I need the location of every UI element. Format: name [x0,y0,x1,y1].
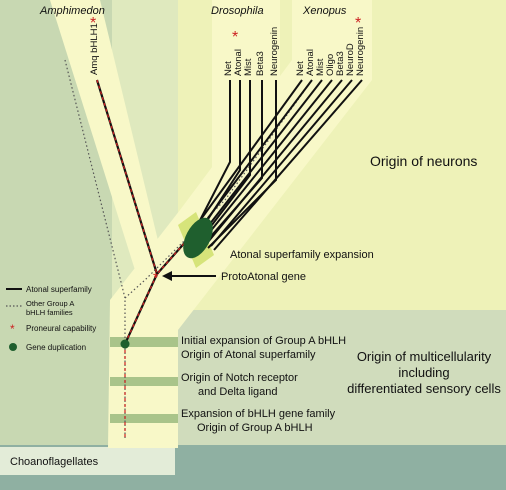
amphimedon-proneural-asterisk: * [90,15,96,32]
clade-xenopus: Xenopus [302,5,347,17]
legend-proneural-label: Proneural capability [26,324,96,333]
amphimedon-proneural-overlay [96,79,158,275]
gene-label: Amq bHLH1 [89,23,100,75]
legend-duplication-swatch [9,343,17,351]
gene-label: Beta3 [335,51,346,76]
multicell-label-line2: including [398,365,449,380]
xenopus-gene-labels: Net Atonal Mist Oligo Beta3 NeuroD Neuro… [295,27,366,76]
choanoflagellates-label: Choanoflagellates [10,456,99,468]
legend-duplication-label: Gene duplication [26,343,86,352]
xenopus-gene-lines [195,79,363,251]
atonal-trunk-proneural [124,229,197,345]
band-atonal-origin [110,337,178,347]
other-groupa-branch [124,89,306,299]
choanoflagellates-box [0,447,175,475]
origin-neurons-label: Origin of neurons [370,153,477,169]
band-group-a-origin [110,414,178,423]
gene-label: Beta3 [255,51,266,76]
clade-amphimedon: Amphimedon [39,5,105,17]
gene-label: Atonal [305,49,316,76]
initial-expansion-label: Initial expansion of Group A bHLH [181,335,346,347]
drosophila-proneural-asterisk: * [232,29,238,46]
drosophila-gene-labels: Net Atonal Mist Beta3 Neurogenin [223,27,280,76]
gene-label: Net [295,61,306,76]
gene-label: Neurogenin [355,27,366,76]
gene-label: Oligo [325,54,336,76]
gene-label: Mist [243,58,254,76]
band-notch-origin [110,377,178,386]
atonal-expansion-label: Atonal superfamily expansion [230,249,374,261]
atonal-duplication-marker [183,217,213,259]
bhlh-expansion-label: Expansion of bHLH gene family [181,408,336,420]
notch-label-line2: and Delta ligand [198,386,278,398]
proto-atonal-label: ProtoAtonal gene [221,271,306,283]
multicell-label-line3: differentiated sensory cells [347,381,501,396]
gene-label: NeuroD [345,43,356,76]
xenopus-branch-shade [292,0,372,80]
proto-atonal-asterisk: * [153,269,159,285]
gene-label: Mist [315,58,326,76]
legend: Atonal superfamily Other Group A bHLH fa… [6,285,96,352]
gene-label: Neurogenin [269,27,280,76]
groupa-duplication-marker [120,339,130,349]
amphimedon-gene-labels: Amq bHLH1 [89,23,100,75]
origin-atonal-label: Origin of Atonal superfamily [181,349,316,361]
legend-atonal-label: Atonal superfamily [26,285,92,294]
gene-label: Net [223,61,234,76]
gene-label: Atonal [233,49,244,76]
legend-proneural-asterisk: * [10,322,15,336]
notch-label-line1: Origin of Notch receptor [181,372,298,384]
proto-atonal-arrow-head [162,271,172,281]
main-trunk-shade [108,60,372,448]
origin-group-a-label: Origin of Group A bHLH [197,422,313,434]
multicellularity-region [178,310,506,448]
legend-other-label-line2: bHLH families [26,308,73,317]
multicell-label-line1: Origin of multicellularity [357,349,492,364]
xenopus-proneural-asterisk: * [355,15,361,32]
clade-drosophila: Drosophila [211,5,264,17]
legend-other-label-line1: Other Group A [26,299,74,308]
